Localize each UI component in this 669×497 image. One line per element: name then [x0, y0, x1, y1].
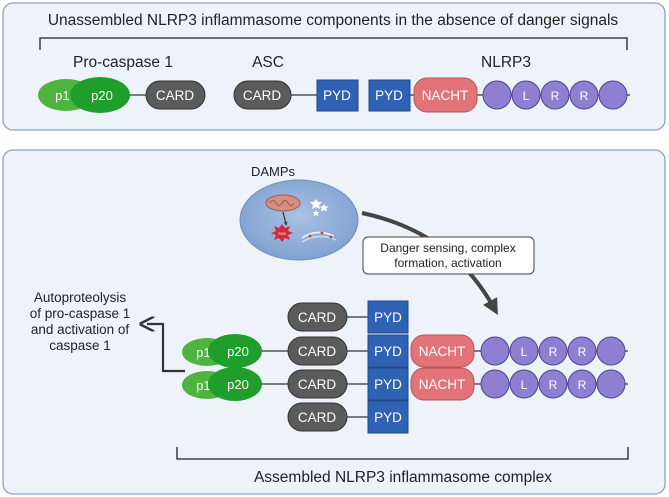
autoproteolysis-line-1: Autoproteolysis [34, 290, 127, 305]
card-domain [287, 402, 348, 432]
mitochondrion-icon [265, 194, 301, 212]
pyd-domain [367, 367, 409, 401]
card-label: CARD [298, 410, 337, 425]
lrr-letter: L [521, 345, 528, 359]
lrr-letter: R [578, 345, 587, 359]
crystal-icon [310, 199, 329, 216]
p20-label: p20 [227, 377, 249, 392]
lrr-domain [509, 369, 539, 399]
pyd-label: PYD [374, 344, 402, 359]
autoproteolysis-text: Autoproteolysis of pro-caspase 1 and act… [30, 290, 131, 353]
nlrp3-bottom-row-a: NACHT L R R [410, 334, 628, 368]
nlrp3-label: NLRP3 [481, 54, 531, 71]
lrr-domain [567, 369, 597, 399]
card-label: CARD [156, 88, 195, 103]
card-label: CARD [298, 310, 337, 325]
card-domain [145, 80, 206, 110]
pyd-domain [367, 300, 409, 334]
lrr-letter: R [580, 89, 589, 103]
lrr-domain [598, 80, 628, 110]
pyd-label: PYD [323, 88, 351, 103]
lrr-domain [596, 369, 626, 399]
lrr-domain [567, 336, 597, 366]
ros-label: ROS [278, 232, 286, 236]
top-panel-title: Unassembled NLRP3 inflammasome component… [48, 12, 619, 29]
asc-pyd-column: PYD PYD PYD PYD [367, 300, 409, 434]
pyd-domain [316, 79, 359, 112]
lrr-domain [596, 336, 626, 366]
lrr-domain [538, 369, 568, 399]
pro-caspase-1-bottom-a: p10 p20 [182, 334, 288, 368]
autoproteolysis-line-3: and activation of [31, 322, 130, 337]
lrr-letter: R [551, 89, 560, 103]
nacht-domain [410, 334, 475, 368]
autoproteolysis-line-4: caspase 1 [49, 338, 111, 353]
card-label: CARD [298, 377, 337, 392]
lrr-letter: L [523, 89, 530, 103]
card-label: CARD [243, 88, 282, 103]
lrr-letter: R [549, 378, 558, 392]
lrr-letter: L [521, 378, 528, 392]
autoproteolysis-line-2: of pro-caspase 1 [30, 306, 131, 321]
nlrp3-bottom-row-b: NACHT L R R [410, 367, 628, 401]
lrr-domain [480, 336, 510, 366]
lrr-domain [509, 336, 539, 366]
pyd-label: PYD [374, 410, 402, 425]
autoproteolysis-arrow [147, 324, 185, 373]
assembled-title: Assembled NLRP3 inflammasome complex [254, 469, 552, 486]
damps-cell: ROS [239, 179, 359, 261]
p20-domain [70, 77, 130, 113]
pyd-domain [367, 334, 409, 368]
damps-label: DAMPs [251, 164, 296, 179]
nacht-label: NACHT [419, 344, 466, 359]
p20-label: p20 [227, 344, 249, 359]
sensing-callout: Danger sensing, complex formation, activ… [362, 236, 535, 275]
pro-caspase-1-top: p10 p20 CARD [38, 77, 206, 113]
pro-caspase-label: Pro-caspase 1 [73, 54, 173, 71]
pyd-label: PYD [374, 377, 402, 392]
pyd-label: PYD [375, 88, 403, 103]
pyd-domain [368, 79, 411, 112]
p20-domain [208, 334, 262, 368]
card-label: CARD [298, 344, 337, 359]
card-domain [287, 336, 348, 366]
nacht-label: NACHT [419, 377, 466, 392]
nacht-domain [413, 77, 478, 113]
card-domain [287, 302, 348, 332]
sensing-callout-line-2: formation, activation [394, 256, 501, 270]
pro-caspase-1-bottom-b: p10 p20 [182, 367, 288, 401]
pyd-label: PYD [374, 310, 402, 325]
lrr-domain [540, 80, 570, 110]
lrr-domain [480, 369, 510, 399]
sensing-callout-line-1: Danger sensing, complex [380, 241, 515, 255]
asc-label: ASC [252, 54, 284, 71]
card-domain [233, 80, 292, 110]
p20-domain [208, 367, 262, 401]
p20-label: p20 [91, 88, 113, 103]
nacht-label: NACHT [422, 88, 469, 103]
lrr-domain [538, 336, 568, 366]
nlrp3-top: PYD NACHT L R R [368, 77, 630, 113]
asc-card-column: CARD CARD CARD CARD [287, 302, 368, 432]
lrr-domain [569, 80, 599, 110]
bottom-bracket [176, 447, 629, 460]
lrr-domain [511, 80, 541, 110]
ros-burst-icon: ROS [271, 224, 293, 242]
nacht-domain [410, 367, 475, 401]
lrr-letter: R [549, 345, 558, 359]
card-domain [287, 369, 348, 399]
lrr-domain [482, 80, 512, 110]
pyd-domain [367, 400, 409, 434]
lrr-letter: R [578, 378, 587, 392]
dna-strand-icon [301, 231, 337, 243]
top-bracket [39, 37, 628, 50]
asc-top: CARD PYD [233, 79, 359, 112]
